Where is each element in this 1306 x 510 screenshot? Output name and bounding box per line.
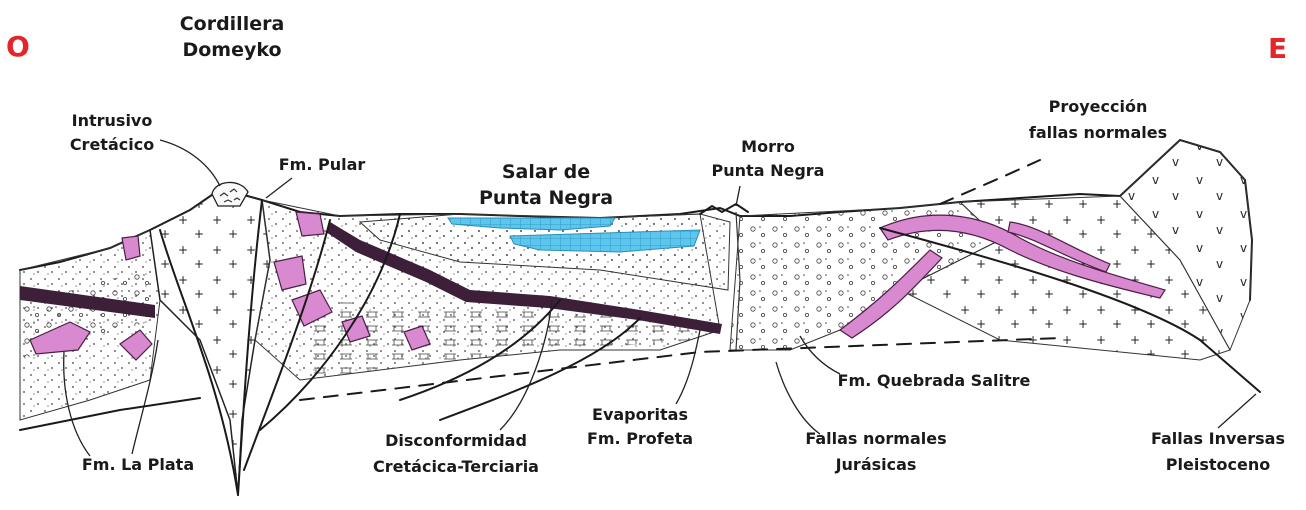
fm-pular-leader	[265, 177, 293, 199]
fallas-normales-label-line2: Jurásicas	[835, 455, 917, 474]
fallas-normales-label-line1: Fallas normales	[805, 429, 946, 448]
morro-punta-negra-body	[699, 202, 749, 215]
evaporitas-label-line2: Fm. Profeta	[587, 429, 693, 448]
fallas-normales-leader	[775, 361, 821, 435]
fault-basal-dashed	[299, 337, 1061, 401]
salar-label-line2: Punta Negra	[479, 187, 613, 209]
fm-quebrada-salitre-label: Fm. Quebrada Salitre	[838, 371, 1031, 390]
intrusivo-cretacico-body	[211, 181, 249, 207]
fault-west-1	[159, 229, 239, 496]
salar-water-lower	[509, 229, 701, 253]
disconformidad-label-line1: Disconformidad	[385, 431, 527, 450]
pink-unit-east-upper	[879, 214, 1166, 299]
fm-la-plata-label: Fm. La Plata	[82, 455, 194, 474]
fault-west-2	[237, 199, 263, 496]
intrusivo-label-line1: Intrusivo	[72, 111, 153, 130]
morro-leader	[735, 185, 741, 207]
intrusivo-texture	[219, 188, 241, 203]
eastern-volcanic-block	[1119, 139, 1253, 352]
la-plata-leader-2	[131, 339, 159, 455]
salar-water-upper	[447, 217, 616, 231]
quebrada-salitre-leader	[799, 335, 841, 375]
fault-central-3	[399, 299, 561, 401]
cordillera-label-line1: Cordillera	[180, 13, 285, 35]
west-label: O	[6, 30, 30, 63]
intrusivo-label-line2: Cretácico	[70, 135, 154, 154]
fault-basal-west	[19, 397, 201, 431]
fallas-inversas-leader	[1217, 393, 1257, 429]
fault-inversa-east	[879, 227, 1261, 393]
fault-central-1	[243, 219, 331, 471]
fault-central-4	[439, 317, 641, 421]
central-brick-layers	[300, 300, 700, 380]
fault-central-2	[259, 213, 401, 431]
fallas-inversas-label-line2: Pleistoceno	[1166, 455, 1270, 474]
proyeccion-label-line2: fallas normales	[1029, 123, 1167, 142]
proyeccion-label-line1: Proyección	[1049, 97, 1148, 116]
fm-pular-label: Fm. Pular	[279, 155, 366, 174]
disconformity-band-central	[326, 222, 722, 334]
evaporitas-leader	[675, 329, 701, 405]
pink-unit-east-thin	[1007, 221, 1111, 273]
cordillera-label-line2: Domeyko	[182, 39, 281, 61]
evaporitas-label-line1: Evaporitas	[592, 405, 688, 424]
disconformity-band-west	[20, 286, 155, 318]
morro-label-line2: Punta Negra	[712, 161, 825, 180]
la-plata-leader-1	[63, 351, 91, 457]
morro-label-line1: Morro	[741, 137, 795, 156]
disconformidad-leader	[499, 299, 553, 431]
salar-label-line1: Salar de	[502, 161, 590, 183]
pink-unit-east-lower	[838, 249, 943, 339]
intrusivo-leader	[159, 139, 221, 187]
disconformidad-label-line2: Cretácica-Terciaria	[373, 457, 539, 476]
fallas-inversas-label-line1: Fallas Inversas	[1151, 429, 1285, 448]
east-label: E	[1268, 32, 1287, 65]
